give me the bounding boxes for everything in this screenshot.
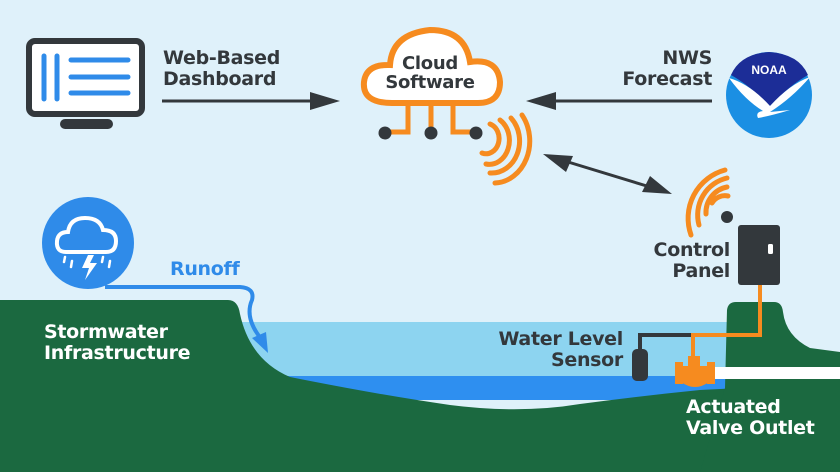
- valve-label-line2: Valve Outlet: [686, 416, 815, 439]
- noaa-logo-icon: NOAA: [726, 52, 812, 138]
- sensor-label-line2: Sensor: [550, 348, 623, 371]
- runoff-arrow-head: [252, 332, 268, 353]
- sensor-label-line1: Water Level: [498, 328, 623, 350]
- stormwater-label: Stormwater Infrastructure: [44, 321, 191, 364]
- panel-antenna-dot: [721, 211, 733, 223]
- valve-label-line1: Actuated: [686, 396, 781, 418]
- ground-right-hill: [700, 302, 840, 472]
- ground: [0, 300, 740, 472]
- cloud-label-line2: Software: [385, 72, 475, 94]
- runoff-label: Runoff: [170, 258, 240, 280]
- cloud-software-icon[interactable]: [360, 26, 504, 106]
- cloud-label: Cloud Software: [380, 54, 480, 93]
- actuated-valve-icon: [675, 356, 715, 387]
- water-level-sensor: [632, 349, 648, 381]
- runoff-arrow: [105, 285, 264, 342]
- forecast-label-line1: NWS: [662, 47, 712, 69]
- control-panel-latch: [768, 244, 773, 254]
- sensor-cable: [638, 333, 693, 352]
- stormwater-label-line1: Stormwater: [44, 321, 168, 343]
- two-way-arrow: [543, 154, 672, 194]
- control-panel-label-line1: Control: [653, 239, 731, 261]
- dashboard-label-line1: Web-Based: [163, 47, 281, 69]
- sensor-label: Water Level Sensor: [480, 329, 623, 370]
- forecast-label: NWS Forecast: [600, 48, 712, 89]
- dashboard-arrow-head: [310, 92, 340, 110]
- valve-label: Actuated Valve Outlet: [686, 397, 815, 438]
- control-panel-label: Control Panel: [620, 239, 731, 282]
- outlet-pipe: [710, 367, 840, 379]
- circuit-node-3: [469, 126, 483, 140]
- runoff-label-text: Runoff: [170, 258, 240, 280]
- cloud-wireless-icon: [479, 112, 533, 186]
- monitor-icon[interactable]: [26, 38, 145, 129]
- panel-wireless-icon: [685, 167, 731, 238]
- control-wire: [691, 285, 762, 360]
- control-panel-box[interactable]: [738, 225, 780, 285]
- forecast-label-line2: Forecast: [622, 67, 712, 90]
- pond-deep-water: [280, 376, 740, 400]
- dashboard-label-line2: Dashboard: [163, 67, 277, 90]
- circuit-node-1: [378, 126, 392, 140]
- pond-light-water: [240, 322, 740, 382]
- dashboard-label: Web-Based Dashboard: [163, 48, 280, 89]
- control-panel-label-line2: Panel: [672, 259, 730, 282]
- storm-icon: [42, 197, 134, 289]
- noaa-logo-text: NOAA: [751, 63, 787, 77]
- stormwater-label-line2: Infrastructure: [44, 341, 191, 364]
- cloud-label-line1: Cloud: [402, 53, 458, 74]
- forecast-arrow-head: [526, 92, 556, 110]
- circuit-node-2: [424, 126, 438, 140]
